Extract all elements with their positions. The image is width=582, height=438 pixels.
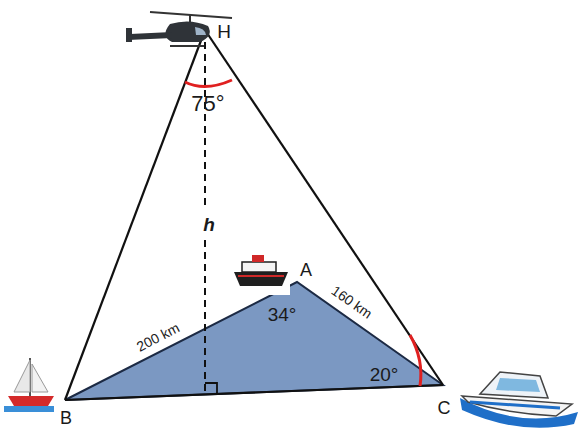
angle-arc-h [185,80,232,87]
speedboat-icon [460,372,578,428]
angle-label: 20° [370,365,399,384]
line-bc [65,385,443,400]
height-line [204,240,206,395]
ship-icon [228,250,290,295]
angle-arc-c [410,335,421,386]
sailboat-icon [4,358,54,412]
line-hc [205,30,443,385]
helicopter-icon [126,12,232,46]
vertex-label: H [217,22,231,41]
right-angle-mark [205,383,217,395]
height-line [204,42,206,208]
vertex-label: C [438,399,451,417]
angle-label: 75° [191,93,224,115]
vertex-label: B [60,409,72,427]
vertex-label: A [300,261,312,279]
line-hb [65,30,205,400]
angle-label: 34° [268,305,297,324]
height-label: h [203,215,215,234]
